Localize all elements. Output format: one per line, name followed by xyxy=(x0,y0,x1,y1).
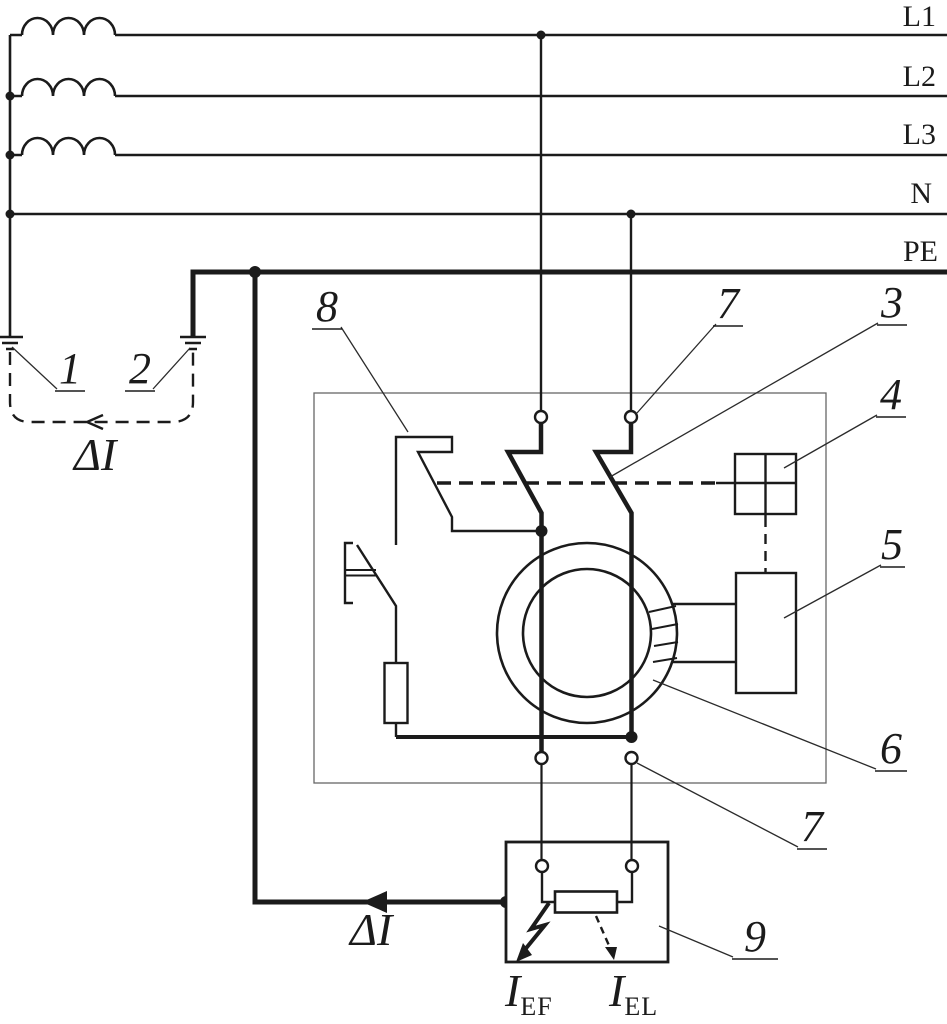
fault-loop-dashed-path xyxy=(8,352,195,424)
i-el-label: IEL xyxy=(609,968,658,1020)
rcd-enclosure xyxy=(313,392,827,784)
bus-label-n: N xyxy=(910,177,932,210)
callout-leader-2 xyxy=(152,347,191,390)
component-box-5 xyxy=(734,571,798,695)
callout-3: 3 xyxy=(881,278,903,327)
device-top-terminals xyxy=(533,409,639,425)
pe-current-arrow-icon xyxy=(362,891,387,913)
leakage-current-arrow-icon xyxy=(594,915,617,960)
bus-label-l2: L2 xyxy=(902,60,936,93)
callout-8: 8 xyxy=(316,282,338,331)
i-ef-base: I xyxy=(505,965,521,1016)
callout-leader-7-bottom xyxy=(636,762,799,848)
callout-5: 5 xyxy=(881,520,903,569)
phase-inductor-l2 xyxy=(20,77,117,97)
load-box xyxy=(504,840,670,964)
callout-2: 2 xyxy=(129,344,151,393)
bus-label-l1: L1 xyxy=(902,0,936,33)
delta-i-left-label: ΔI xyxy=(74,429,117,480)
i-ef-label: IEF xyxy=(505,968,553,1020)
callout-underlines xyxy=(55,324,907,960)
earth-electrode-1-icon xyxy=(0,335,23,351)
load-terminal-1 xyxy=(534,858,550,874)
callout-leader-7-top xyxy=(636,323,717,414)
component-box-4 xyxy=(716,452,798,517)
phase-line-l2 xyxy=(10,77,947,98)
phase-inductor-l1 xyxy=(20,16,117,36)
toroid-core xyxy=(495,541,679,725)
callout-4: 4 xyxy=(880,370,902,419)
phase-line-l3 xyxy=(10,136,947,157)
callout-6: 6 xyxy=(880,724,902,773)
pe-line xyxy=(190,269,947,337)
secondary-winding-hatch xyxy=(648,605,679,663)
callout-9: 9 xyxy=(744,912,766,961)
phase-inductor-l3 xyxy=(20,136,117,156)
pole-contact-1 xyxy=(504,423,544,752)
bus-label-pe: PE xyxy=(902,235,938,268)
callout-leader-6 xyxy=(652,679,877,770)
pole-junction-dots xyxy=(535,525,638,743)
earth-fault-arrow-icon xyxy=(516,901,551,962)
callout-7-top: 7 xyxy=(717,279,739,328)
callout-leader-5 xyxy=(783,564,882,619)
callout-7-bottom: 7 xyxy=(801,802,823,851)
fault-loop-arrow-icon xyxy=(84,413,104,431)
test-circuit-wiring xyxy=(394,723,632,739)
i-el-base: I xyxy=(609,965,625,1016)
trip-latch xyxy=(394,435,541,545)
delta-i-bottom-label: ΔI xyxy=(350,904,393,955)
test-resistor xyxy=(383,661,409,725)
bus-label-l3: L3 xyxy=(902,118,936,151)
test-button-icon xyxy=(343,541,398,663)
callout-leader-9 xyxy=(658,925,734,958)
earth-electrode-2-icon xyxy=(180,335,206,351)
bus-junction-dots xyxy=(5,30,636,219)
callout-leader-4 xyxy=(783,414,878,469)
pe-conductor-branch xyxy=(249,266,512,913)
secondary-winding-leads xyxy=(672,602,736,664)
i-ef-subscript: EF xyxy=(520,992,553,1021)
callout-1: 1 xyxy=(59,344,81,393)
i-el-subscript: EL xyxy=(624,992,659,1021)
callout-leader-1 xyxy=(11,346,58,390)
load-terminal-2 xyxy=(624,858,640,874)
load-resistor xyxy=(553,890,619,914)
callout-leader-3 xyxy=(609,322,879,478)
phase-line-l1 xyxy=(10,16,947,37)
callout-leaders xyxy=(11,322,882,958)
callout-leader-8 xyxy=(340,326,409,433)
